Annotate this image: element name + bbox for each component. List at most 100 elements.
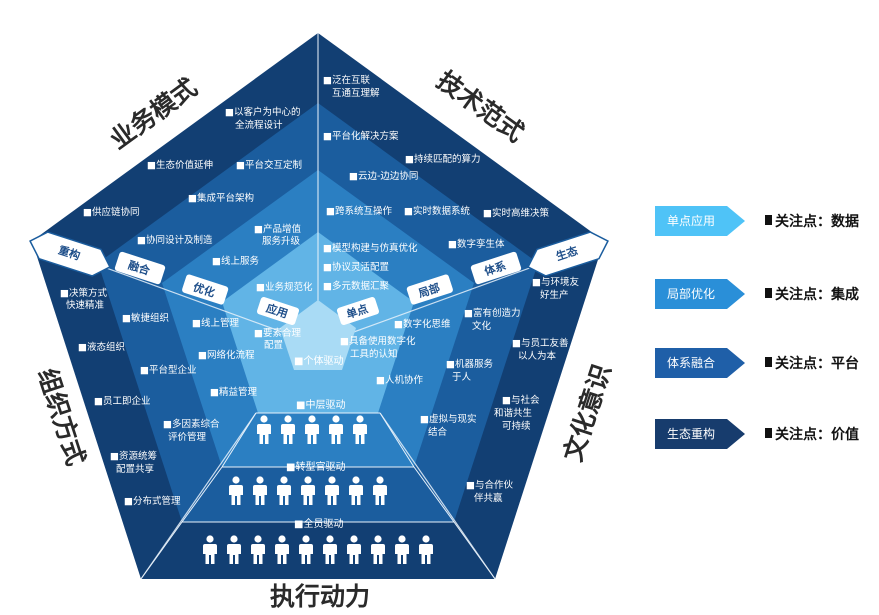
item-cloud-edge: ■云边-边边协同 — [349, 170, 418, 182]
item-eco-value: ■生态价值延伸 — [147, 159, 213, 171]
label-execution: 执行动力 — [270, 582, 370, 611]
item-society-2: 和谐共生 — [494, 407, 533, 419]
bullet-icon — [765, 428, 772, 438]
driver-items: ■个体驱动 ■中层驱动 ■转型官驱动 ■全员驱动 — [286, 355, 345, 530]
legend-text: 关注点：平台 — [775, 356, 859, 372]
tag-shengtai: 生态 — [554, 243, 579, 263]
level-tag-ronghe: 融合 — [114, 251, 166, 285]
item-agile-org: ■敏捷组织 — [122, 312, 169, 324]
level-tag-tixi: 体系 — [470, 251, 522, 285]
item-creative: ■富有创造力 — [464, 307, 520, 319]
center-core — [280, 300, 356, 370]
item-platform-ent: ■平台型企业 — [140, 364, 196, 376]
legend-row-ecosystem: 生态重构 关注点：价值 — [655, 419, 877, 449]
level-tag-dandian: 单点 — [336, 297, 380, 325]
item-liquid-org: ■液态组织 — [78, 341, 125, 353]
item-integration-platform: ■集成平台架构 — [188, 192, 254, 204]
item-biz-standard: ■业务规范化 — [256, 281, 313, 293]
bullet-icon — [765, 215, 772, 225]
item-realtime-data: ■实时数据系统 — [404, 205, 470, 217]
legend-text: 关注点：数据 — [775, 214, 859, 230]
org-items: ■决策方式 快速精准 ■敏捷组织 ■液态组织 ■线上管理 ■要素合理 配置 ■网… — [60, 287, 301, 507]
item-resource: ■资源统筹 — [110, 450, 157, 462]
item-supply-chain: ■供应链协同 — [83, 206, 139, 218]
item-society-3: 可持续 — [502, 420, 531, 432]
item-digital-tools: ■具备使用数字化 — [340, 335, 416, 347]
bottom-band-lines — [140, 412, 496, 580]
bullet-icon — [765, 288, 772, 298]
item-data-converge: ■多元数据汇聚 — [323, 280, 389, 292]
item-cross-system: ■跨系统互操作 — [326, 205, 392, 217]
legend-row-single-point: 单点应用 关注点：数据 — [655, 206, 877, 236]
item-online-service: ■线上服务 — [212, 255, 259, 267]
item-platform-custom: ■平台交互定制 — [236, 159, 302, 171]
item-network-flow: ■网络化流程 — [198, 349, 255, 361]
item-decision-2: 快速精准 — [66, 299, 105, 311]
item-virtual-real-2: 结合 — [428, 426, 448, 438]
item-multi-eval: ■多因素综合 — [163, 418, 220, 430]
item-product-value-2: 服务升级 — [262, 235, 301, 247]
item-env-friendly: ■与环境友 — [532, 276, 579, 288]
item-machine-serve: ■机器服务 — [446, 358, 493, 370]
driver-individual: ■个体驱动 — [294, 355, 343, 367]
item-digital-tools-2: 工具的认知 — [350, 348, 398, 360]
item-virtual-real: ■虚拟与现实 — [420, 413, 476, 425]
item-human-machine: ■人机协作 — [376, 374, 423, 386]
svg-text:应用: 应用 — [264, 301, 289, 321]
item-distributed: ■分布式管理 — [124, 495, 181, 507]
item-online-mgmt: ■线上管理 — [192, 317, 239, 329]
item-realtime-decision: ■实时高维决策 — [483, 207, 549, 219]
item-protocol: ■协议灵活配置 — [323, 261, 389, 273]
item-machine-serve-2: 于人 — [452, 372, 472, 383]
item-employee-friendly: ■与员工友善 — [512, 337, 569, 349]
driver-transform: ■转型官驱动 — [286, 460, 345, 473]
item-society: ■与社会 — [502, 394, 540, 406]
item-env-friendly-2: 好生产 — [540, 289, 569, 301]
item-product-value: ■产品增值 — [254, 223, 301, 235]
item-platform-solution: ■平台化解决方案 — [323, 130, 399, 142]
item-compute: ■持续匹配的算力 — [405, 153, 480, 165]
legend-text: 关注点：价值 — [775, 427, 859, 443]
corner-tag-ecosystem: 生态 — [527, 231, 609, 277]
level-tag-jubu: 局部 — [406, 274, 453, 305]
svg-text:单点: 单点 — [344, 301, 369, 321]
label-culture: 文化意识 — [558, 361, 616, 465]
legend-text: 关注点：集成 — [775, 287, 859, 303]
tech-items: ■泛在互联 互通互理解 ■平台化解决方案 ■持续匹配的算力 ■云边-边边协同 ■… — [323, 74, 549, 292]
driver-middle: ■中层驱动 — [296, 398, 345, 411]
legend-tag: 局部优化 — [655, 279, 745, 309]
level-tag-yingyong: 应用 — [256, 297, 300, 325]
legend-row-local: 局部优化 关注点：集成 — [655, 279, 877, 309]
svg-text:融合: 融合 — [126, 258, 152, 278]
item-model-sim: ■模型构建与仿真优化 — [323, 242, 418, 254]
item-employee-ent: ■员工即企业 — [94, 395, 150, 407]
svg-text:局部: 局部 — [415, 280, 441, 300]
item-resource-2: 配置共享 — [116, 463, 154, 475]
legend-tag: 体系融合 — [655, 348, 745, 378]
svg-text:体系: 体系 — [482, 258, 507, 278]
item-factor-alloc: ■要素合理 — [254, 327, 301, 339]
item-factor-alloc-2: 配置 — [264, 340, 283, 351]
corner-tag-reconstruct: 重构 — [29, 231, 111, 277]
item-partner-2: 伴共赢 — [474, 492, 503, 504]
level-tag-youhua: 优化 — [182, 274, 229, 305]
item-creative-2: 文化 — [472, 320, 492, 332]
item-ubiquitous: ■泛在互联 — [323, 74, 370, 86]
item-decision: ■决策方式 — [60, 287, 107, 299]
driver-all: ■全员驱动 — [294, 517, 343, 530]
culture-items: ■与环境友 好生产 ■数字化思维 ■富有创造力 文化 ■具备使用数字化 工具的认… — [340, 276, 579, 504]
legend-tag: 单点应用 — [655, 206, 745, 236]
item-multi-eval-2: 评价管理 — [168, 431, 207, 443]
legend-tag: 生态重构 — [655, 419, 745, 449]
item-ubiquitous-2: 互通互理解 — [332, 87, 380, 99]
svg-text:优化: 优化 — [191, 280, 216, 300]
item-collab-design: ■协同设计及制造 — [137, 234, 213, 246]
bullet-icon — [765, 357, 772, 367]
item-customer-centric: ■以客户为中心的 — [225, 106, 300, 118]
item-lean: ■精益管理 — [210, 386, 257, 398]
item-digital-twin: ■数字孪生体 — [448, 238, 505, 250]
tag-chonggou: 重构 — [57, 243, 82, 263]
business-items: ■以客户为中心的 全流程设计 ■生态价值延伸 ■平台交互定制 ■供应链协同 ■集… — [83, 106, 313, 293]
